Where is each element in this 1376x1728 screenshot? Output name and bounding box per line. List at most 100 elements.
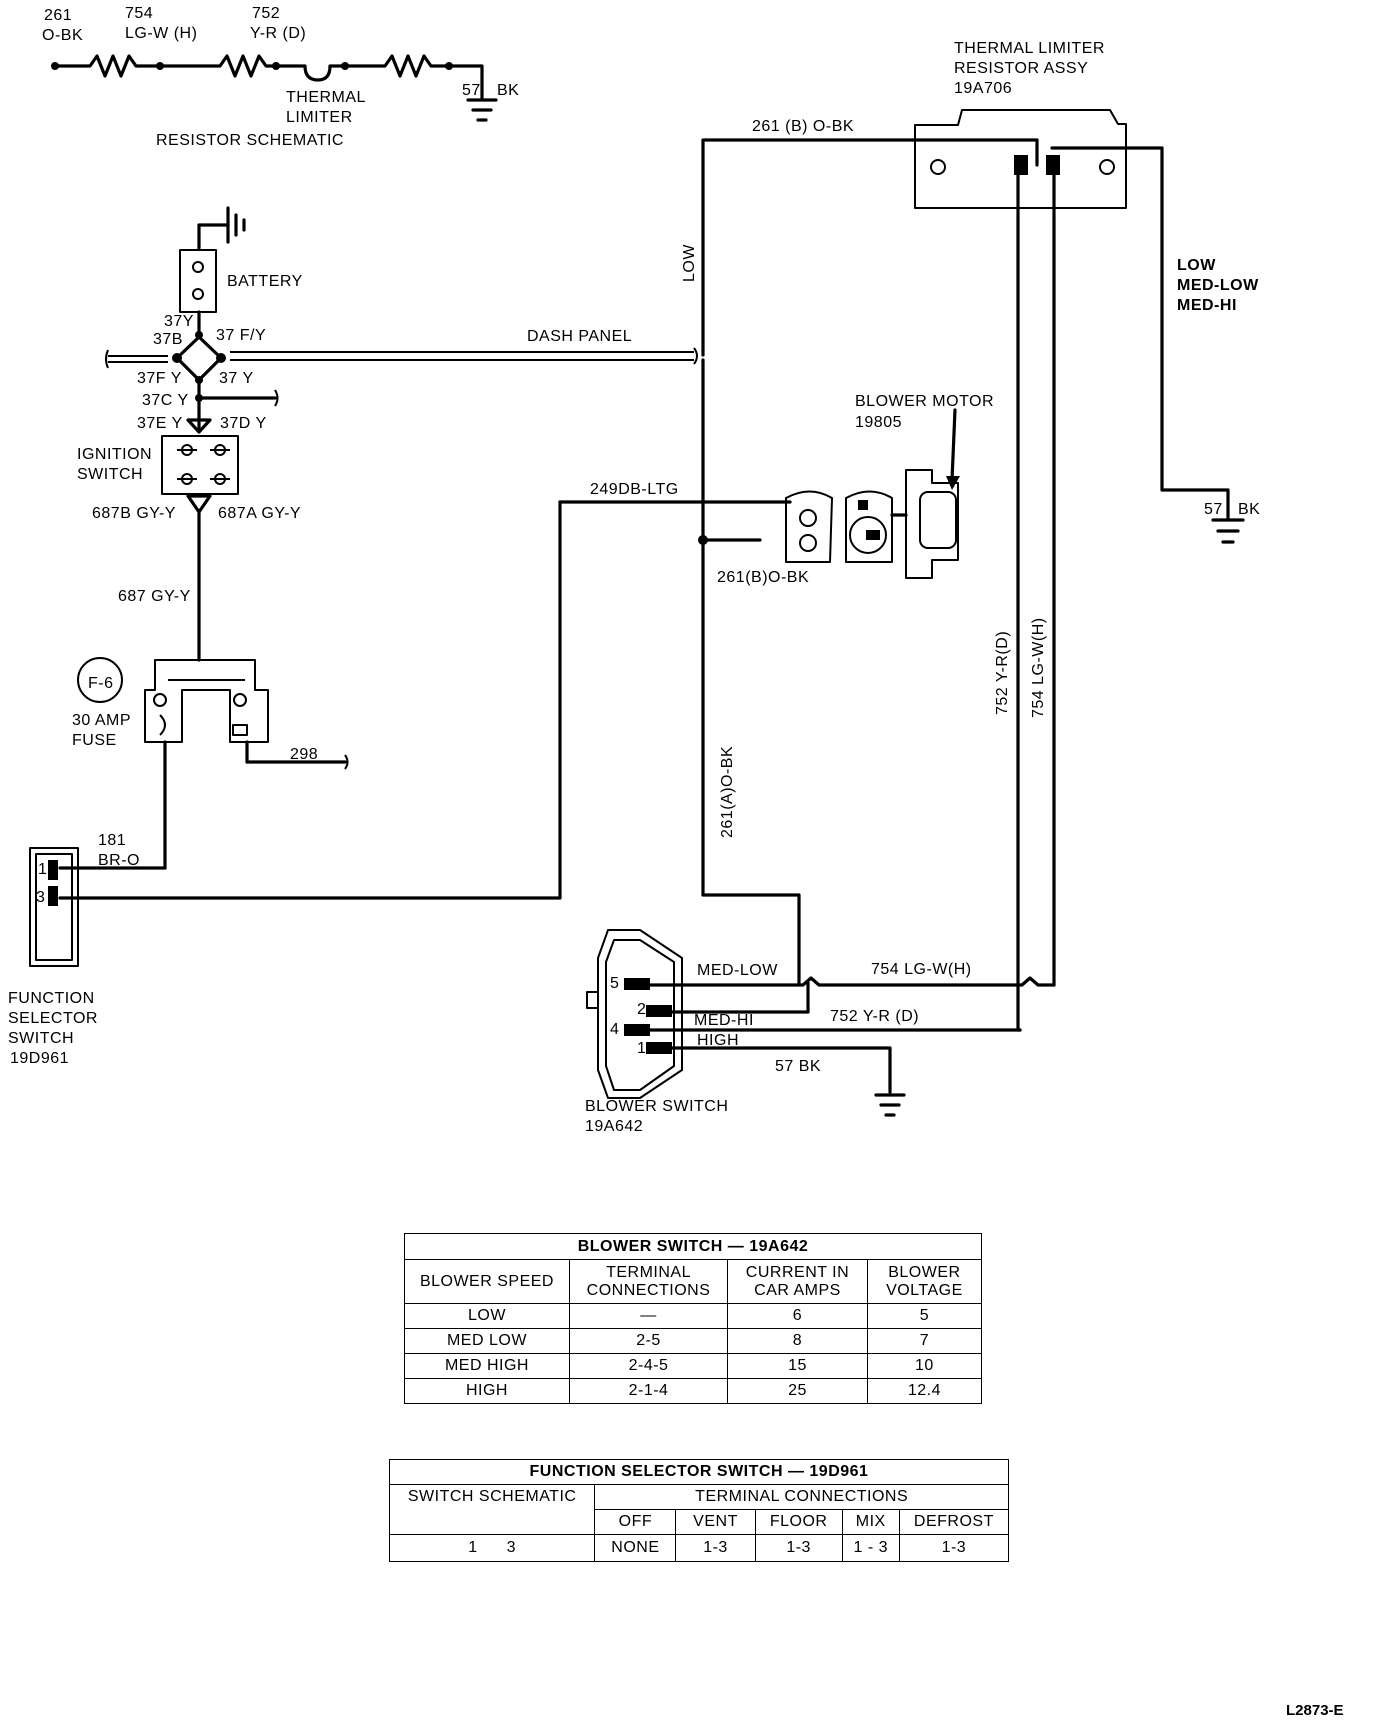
wire-181-label: 181: [98, 832, 126, 849]
cell: 5: [866, 1303, 983, 1329]
blower-switch: [586, 929, 683, 1099]
blower-table-title: BLOWER SWITCH — 19A642: [404, 1233, 982, 1260]
cell: MED HIGH: [404, 1353, 570, 1379]
wire-754-vertical: 754 LG-W(H): [1030, 617, 1047, 718]
col-terminal-connections-group: TERMINAL CONNECTIONS: [594, 1484, 1009, 1510]
col-blower-voltage: BLOWER VOLTAGE: [866, 1259, 983, 1304]
cell: 10: [866, 1353, 983, 1379]
ground-bk-label: BK: [497, 82, 519, 99]
wire-261a-label: 261(A)O-BK: [719, 746, 736, 838]
speed-low-label: LOW: [1177, 257, 1216, 274]
thermal-limiter-assembly: THERMAL LIMITER RESISTOR ASSY 19A706: [914, 40, 1127, 209]
wire-687-label: 687 GY-Y: [118, 588, 191, 605]
ground-57-right: 57: [1204, 501, 1223, 518]
fss-label-3: SWITCH: [8, 1030, 74, 1047]
col-floor: FLOOR: [754, 1509, 843, 1535]
wire-261b-label: 261 (B) O-BK: [752, 118, 854, 135]
col-terminal-connections: TERMINAL CONNECTIONS: [568, 1259, 729, 1304]
col-switch-schematic: SWITCH SCHEMATIC: [388, 1484, 596, 1535]
wire-261bm-label: 261(B)O-BK: [717, 569, 809, 586]
fuse-amp-label: 30 AMP: [72, 712, 131, 729]
blower-motor-group: [785, 408, 960, 579]
cell: MED LOW: [404, 1328, 570, 1354]
low-label: LOW: [681, 244, 698, 282]
ground-57-label: 57: [462, 82, 481, 99]
pin-2-label: 2: [637, 1001, 646, 1018]
wire-261-color: O-BK: [42, 27, 83, 44]
table-row: MED LOW 2-5 8 7: [404, 1328, 983, 1354]
fss-label-2: SELECTOR: [8, 1010, 98, 1027]
cell: 2-5: [568, 1328, 729, 1354]
wire-181-color: BR-O: [98, 852, 140, 869]
fss-terminal-3: 3: [36, 889, 45, 906]
function-table-title: FUNCTION SELECTOR SWITCH — 19D961: [389, 1459, 1009, 1485]
fss-label-1: FUNCTION: [8, 990, 95, 1007]
cell: 1-3: [675, 1534, 756, 1562]
pin-1-label: 1: [637, 1040, 646, 1057]
wire-752-color: Y-R (D): [250, 25, 306, 42]
wire-754-color: LG-W (H): [125, 25, 197, 42]
cell: 1 - 3: [841, 1534, 900, 1562]
fss-label-4: 19D961: [10, 1050, 69, 1067]
col-off: OFF: [594, 1509, 677, 1535]
speed-medhi-label: MED-HI: [1177, 297, 1237, 314]
wire-37b-label: 37B: [153, 331, 183, 348]
wire-37f-label: 37F Y: [137, 370, 182, 387]
limiter-title-1: THERMAL LIMITER: [954, 40, 1105, 57]
wire-37c-label: 37C Y: [142, 392, 189, 409]
resistor-schematic: 261 O-BK 754 LG-W (H) 752 Y-R (D) THERMA…: [42, 5, 519, 149]
cell: 1-3: [754, 1534, 843, 1562]
col-current-amps: CURRENT IN CAR AMPS: [727, 1259, 868, 1304]
thermal-label: THERMAL: [286, 89, 366, 106]
col-blower-speed: BLOWER SPEED: [404, 1259, 570, 1304]
cell: 6: [727, 1303, 868, 1329]
blower-motor-part: 19805: [855, 414, 902, 431]
medlow-label: MED-LOW: [697, 962, 778, 979]
col-defrost: DEFROST: [898, 1509, 1010, 1535]
wire-261-label: 261: [44, 7, 72, 24]
wire-752-vertical: 752 Y-R(D): [994, 631, 1011, 715]
medhi-label: MED-HI: [694, 1012, 754, 1029]
wire-752-label: 752: [252, 5, 280, 22]
cell: —: [568, 1303, 729, 1329]
blower-motor-label: BLOWER MOTOR: [855, 393, 994, 410]
wire-37y-label: 37Y: [164, 313, 194, 330]
battery-label: BATTERY: [227, 273, 303, 290]
fuse-label: FUSE: [72, 732, 117, 749]
cell: HIGH: [404, 1378, 570, 1404]
cell: 7: [866, 1328, 983, 1354]
ground-bk-right: BK: [1238, 501, 1260, 518]
wire-249-label: 249DB-LTG: [590, 481, 679, 498]
wire-37d-label: 37D Y: [220, 415, 267, 432]
wire-752d-label: 752 Y-R (D): [830, 1008, 919, 1025]
resistor-schematic-title: RESISTOR SCHEMATIC: [156, 132, 344, 149]
ignition-label-1: IGNITION: [77, 446, 152, 463]
wire-687b-label: 687B GY-Y: [92, 505, 176, 522]
wire-37fy-label: 37 F/Y: [216, 327, 266, 344]
pin-4-label: 4: [610, 1021, 619, 1038]
wire-57bk-label: 57 BK: [775, 1058, 821, 1075]
blower-switch-label: BLOWER SWITCH: [585, 1098, 728, 1115]
col-vent: VENT: [675, 1509, 756, 1535]
cell: 8: [727, 1328, 868, 1354]
fss-terminal-1: 1: [38, 861, 47, 878]
cell: 25: [727, 1378, 868, 1404]
labels: 261 (B) O-BK LOW LOW MED-LOW MED-HI 57 B…: [8, 118, 1260, 1135]
cell: 2-1-4: [568, 1378, 729, 1404]
cell: 1 3: [388, 1534, 596, 1562]
wire-687a-label: 687A GY-Y: [218, 505, 301, 522]
pin-5-label: 5: [610, 975, 619, 992]
wiring: [29, 138, 1245, 1117]
ignition-label-2: SWITCH: [77, 466, 143, 483]
ground-symbol: [466, 98, 498, 122]
high-label: HIGH: [697, 1032, 739, 1049]
wire-37e-label: 37E Y: [137, 415, 183, 432]
table-row: 1 3 NONE 1-3 1-3 1 - 3 1-3: [388, 1534, 1010, 1562]
figure-reference: L2873-E: [1286, 1702, 1344, 1719]
cell: 12.4: [866, 1378, 983, 1404]
wire-754h-label: 754 LG-W(H): [871, 961, 972, 978]
wire-298-label: 298: [290, 746, 318, 763]
fuse-id-label: F-6: [88, 675, 114, 692]
table-row: MED HIGH 2-4-5 15 10: [404, 1353, 983, 1379]
